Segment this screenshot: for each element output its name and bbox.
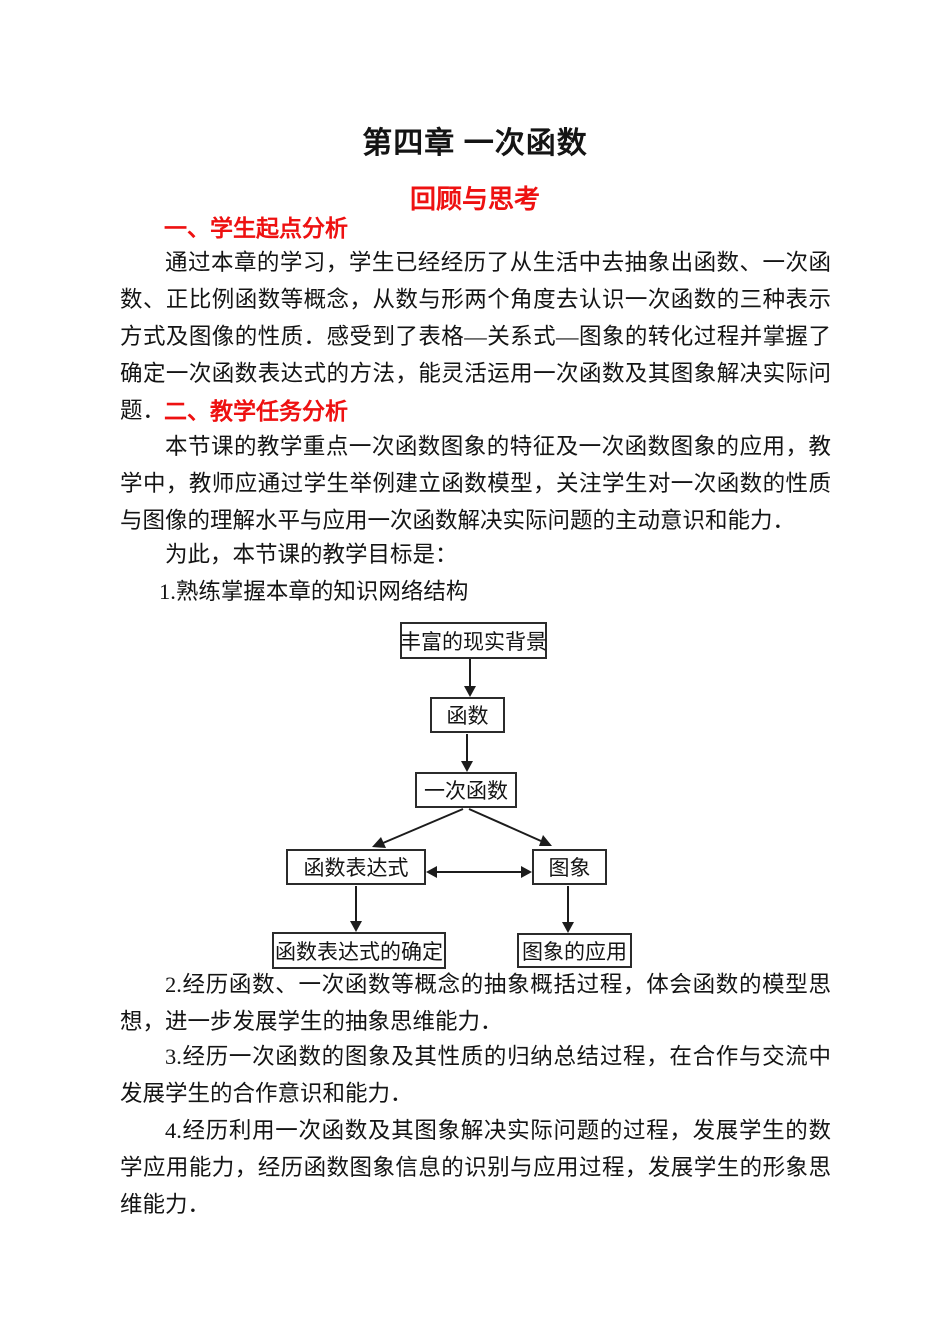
flowchart-node-rich-real-background: 丰富的现实背景 bbox=[400, 622, 547, 659]
goal-item-1: 1.熟练掌握本章的知识网络结构 bbox=[159, 579, 469, 604]
section-heading-student-analysis: 一、学生起点分析 bbox=[164, 215, 348, 241]
doc-title: 第四章 一次函数 bbox=[362, 127, 588, 160]
goal-item-2: 2.经历函数、一次函数等概念的抽象概括过程，体会函数的模型思想，进一步发展学生的… bbox=[120, 972, 831, 1034]
goal-item-4: 4.经历利用一次函数及其图象解决实际问题的过程，发展学生的数学应用能力，经历函数… bbox=[120, 1118, 831, 1217]
goal-item-3: 3.经历一次函数的图象及其性质的归纳总结过程，在合作与交流中发展学生的合作意识和… bbox=[120, 1044, 831, 1106]
flowchart-node-graph: 图象 bbox=[532, 849, 607, 885]
goal-intro-line: 为此，本节课的教学目标是： bbox=[165, 542, 458, 567]
flowchart-node-function: 函数 bbox=[430, 697, 505, 733]
doc-subtitle: 回顾与思考 bbox=[409, 184, 540, 214]
paragraph-student-analysis: 通过本章的学习，学生已经经历了从生活中去抽象出函数、一次函数、正比例函数等概念，… bbox=[120, 250, 831, 423]
flowchart-node-graph-application: 图象的应用 bbox=[517, 933, 632, 968]
flowchart-node-linear-function: 一次函数 bbox=[415, 772, 517, 808]
paragraph-task-analysis: 本节课的教学重点一次函数图象的特征及一次函数图象的应用，教学中，教师应通过学生举… bbox=[120, 434, 831, 533]
section-heading-task-analysis: 二、教学任务分析 bbox=[164, 398, 348, 424]
flowchart-node-expression-determination: 函数表达式的确定 bbox=[272, 932, 446, 969]
flowchart-node-function-expression: 函数表达式 bbox=[286, 849, 426, 885]
